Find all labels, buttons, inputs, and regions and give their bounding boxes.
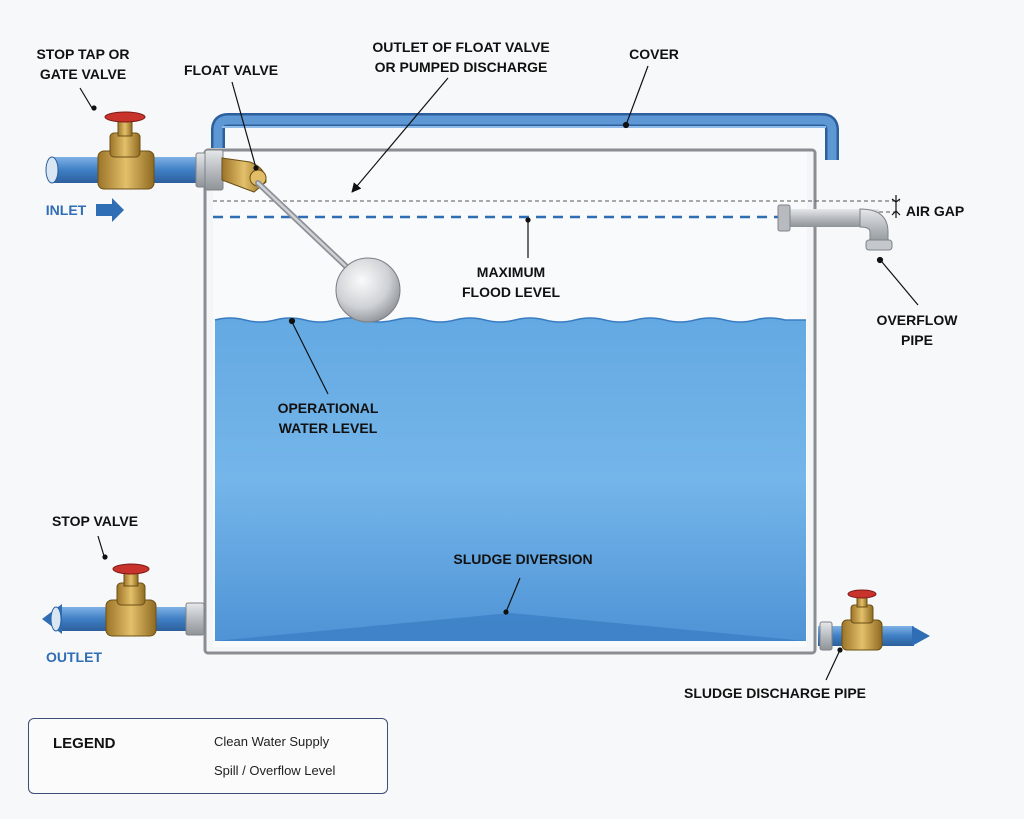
legend-item-solid: Clean Water Supply [214, 734, 330, 749]
float-valve[interactable] [221, 157, 401, 323]
cover-pipe [211, 113, 839, 160]
sludge-mound [215, 613, 806, 641]
inlet-gate-valve[interactable] [97, 111, 155, 190]
label-float-valve: FLOAT VALVE [183, 62, 279, 78]
legend-title: LEGEND [53, 735, 116, 752]
legend: LEGEND Clean Water Supply Spill / Overfl… [28, 718, 388, 794]
leader-lines [79, 65, 919, 681]
water-body [215, 318, 806, 641]
overflow-pipe [777, 204, 893, 251]
operational-water-surface [214, 317, 806, 323]
outlet-stop-valve[interactable] [105, 563, 157, 637]
legend-item-dashed: Spill / Overflow Level [214, 763, 336, 778]
label-outlet: OUTLET [46, 649, 102, 665]
label-cover: COVER [629, 46, 679, 62]
label-inlet: INLET [45, 202, 87, 218]
label-air-gap: AIR GAP [905, 203, 965, 219]
arrow-right-icon [96, 198, 124, 222]
air-gap-arrows [891, 195, 901, 218]
label-stop-valve: STOP VALVE [51, 513, 139, 529]
label-sludge-discharge-pipe: SLUDGE DISCHARGE PIPE [683, 685, 867, 701]
sludge-valve[interactable] [841, 589, 883, 651]
label-sludge-diversion: SLUDGE DIVERSION [453, 551, 593, 567]
